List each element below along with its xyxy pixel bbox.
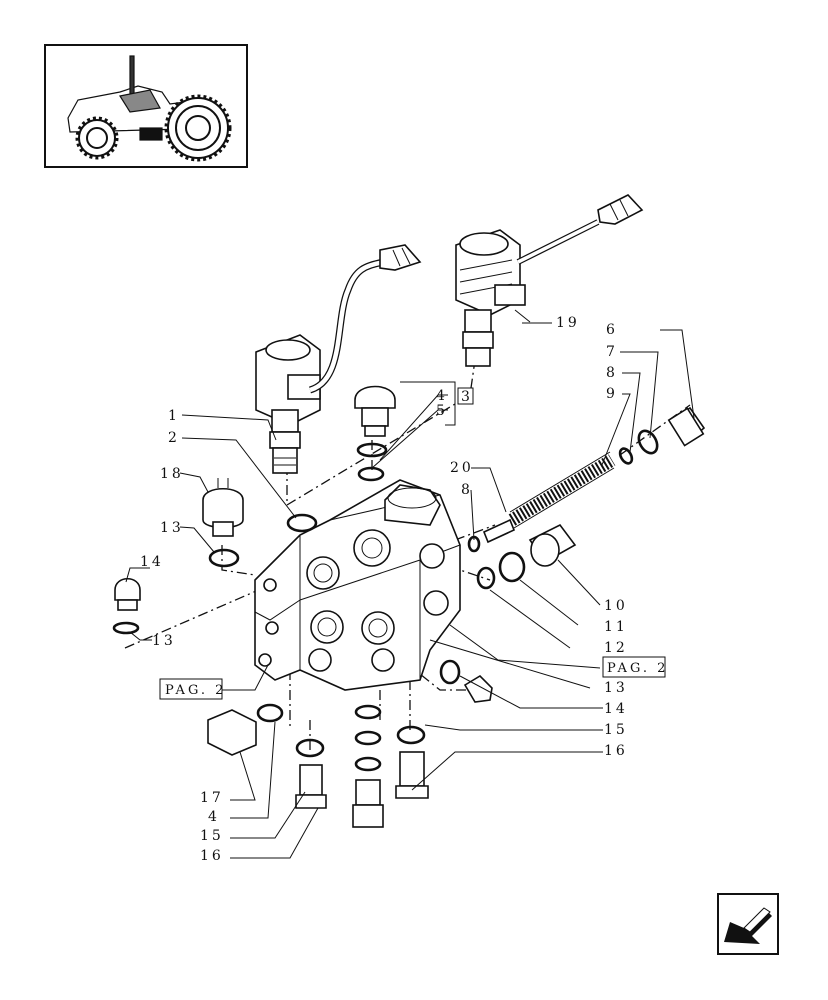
callout-15-a: 15 xyxy=(604,722,628,738)
callout-2: 2 xyxy=(168,430,180,446)
callout-13-a: 13 xyxy=(160,520,184,536)
callout-4-b: 4 xyxy=(208,809,220,825)
callout-4-a: 4 xyxy=(436,388,448,404)
callout-13-b: 13 xyxy=(152,633,176,649)
page-ref-left[interactable]: PAG. 2 xyxy=(159,678,226,700)
callout-12: 12 xyxy=(604,640,628,656)
right-solenoid xyxy=(455,194,644,367)
page-ref-right-label: PAG. 2 xyxy=(607,661,668,676)
callout-14-a: 14 xyxy=(140,554,164,570)
page-ref-left-label: PAG. 2 xyxy=(165,683,226,698)
callout-1: 1 xyxy=(168,408,180,424)
callout-6: 6 xyxy=(606,322,618,338)
callout-8-b: 8 xyxy=(461,482,473,498)
left-plug xyxy=(112,577,141,635)
callout-13-c: 13 xyxy=(604,680,628,696)
cap-plug xyxy=(354,385,396,482)
callout-17: 17 xyxy=(200,790,224,806)
page-ref-right[interactable]: PAG. 2 xyxy=(602,656,668,678)
callout-16-b: 16 xyxy=(200,848,224,864)
callout-5: 5 xyxy=(436,403,448,419)
callout-18: 18 xyxy=(160,466,184,482)
callout-16-a: 16 xyxy=(604,743,628,759)
callout-7: 7 xyxy=(606,344,618,360)
callout-numbers: 1 2 18 13 14 13 4 5 3 19 6 7 8 9 20 8 10… xyxy=(140,315,628,864)
bottom-parts xyxy=(207,703,429,828)
tractor-thumbnail xyxy=(44,44,248,168)
o-ring-2 xyxy=(286,513,318,533)
callout-11: 11 xyxy=(604,619,628,635)
callout-10: 10 xyxy=(604,598,628,614)
callout-9: 9 xyxy=(606,386,618,402)
callout-14-b: 14 xyxy=(604,701,628,717)
left-solenoid xyxy=(255,244,422,474)
leader-lines xyxy=(125,309,695,859)
callout-19: 19 xyxy=(556,315,580,331)
valve-body xyxy=(254,479,461,691)
pressure-switch xyxy=(202,478,244,568)
callout-20: 20 xyxy=(450,460,474,476)
callout-3: 3 xyxy=(461,389,473,405)
callout-15-b: 15 xyxy=(200,828,224,844)
back-arrow-icon[interactable] xyxy=(717,893,779,955)
callout-8-a: 8 xyxy=(606,365,618,381)
spring-assembly xyxy=(439,406,706,703)
